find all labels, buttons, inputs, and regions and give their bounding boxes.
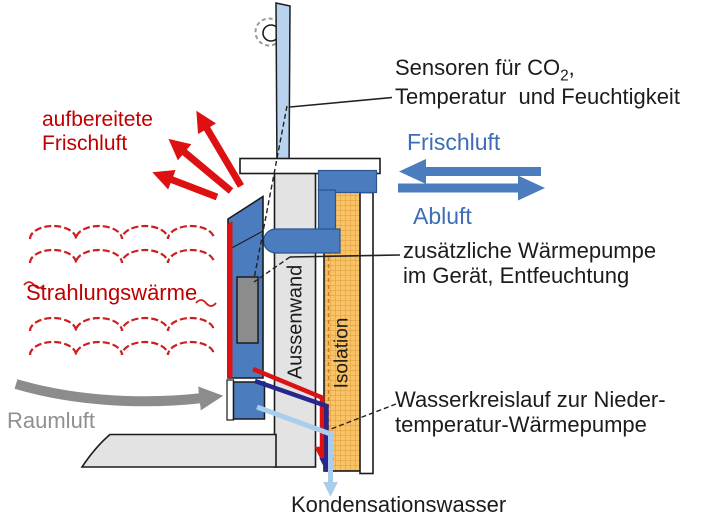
- condensate-label: Kondensationswasser: [291, 492, 507, 517]
- radiant-heat-label: Strahlungswärme: [26, 280, 198, 305]
- air-duct: [262, 169, 378, 254]
- fresh-air-label: Frischluft: [407, 129, 501, 155]
- heatpump-leader: [289, 254, 401, 258]
- water-circuit-label: Wasserkreislauf zur Nieder-temperatur-Wä…: [395, 387, 666, 437]
- exhaust-air-label: Abluft: [413, 203, 472, 229]
- unit-bottom-box: [232, 381, 266, 420]
- water-leader-dashed: [330, 403, 397, 430]
- floor-slab: [80, 433, 277, 468]
- unit-heatpump-box: [236, 276, 259, 344]
- leader-lines: [253, 96, 401, 430]
- return-water-pipe: [254, 378, 334, 473]
- supply-air-arrows-icon: [152, 110, 245, 201]
- room-air-label: Raumluft: [7, 408, 96, 433]
- condensate-pipe: [256, 404, 338, 497]
- outer-wall-label: Aussenwand: [284, 264, 307, 380]
- exhaust-air-arrow-icon: [398, 175, 545, 201]
- radiant-heat-waves-icon: [23, 224, 217, 356]
- water-circuit-pipes: [252, 366, 338, 497]
- sensors-leader-dashed: [253, 105, 288, 280]
- outer-cladding-layer: [359, 191, 374, 475]
- sensors-leader: [289, 96, 393, 108]
- room-air-arrow-icon: [14, 379, 224, 411]
- unit-red-edge: [228, 221, 233, 378]
- ventilation-unit: [226, 195, 266, 421]
- heatpump-leader-dashed: [253, 256, 291, 283]
- fresh-air-arrow-icon: [399, 159, 541, 184]
- insulation-label: Isolation: [331, 317, 353, 389]
- fresh-exhaust-arrows: [398, 159, 545, 201]
- unit-bottom-white-strip: [226, 379, 235, 421]
- sensor-pole: [275, 2, 291, 174]
- sensors-label: Sensoren für CO2,Temperatur und Feuchtig…: [395, 55, 680, 109]
